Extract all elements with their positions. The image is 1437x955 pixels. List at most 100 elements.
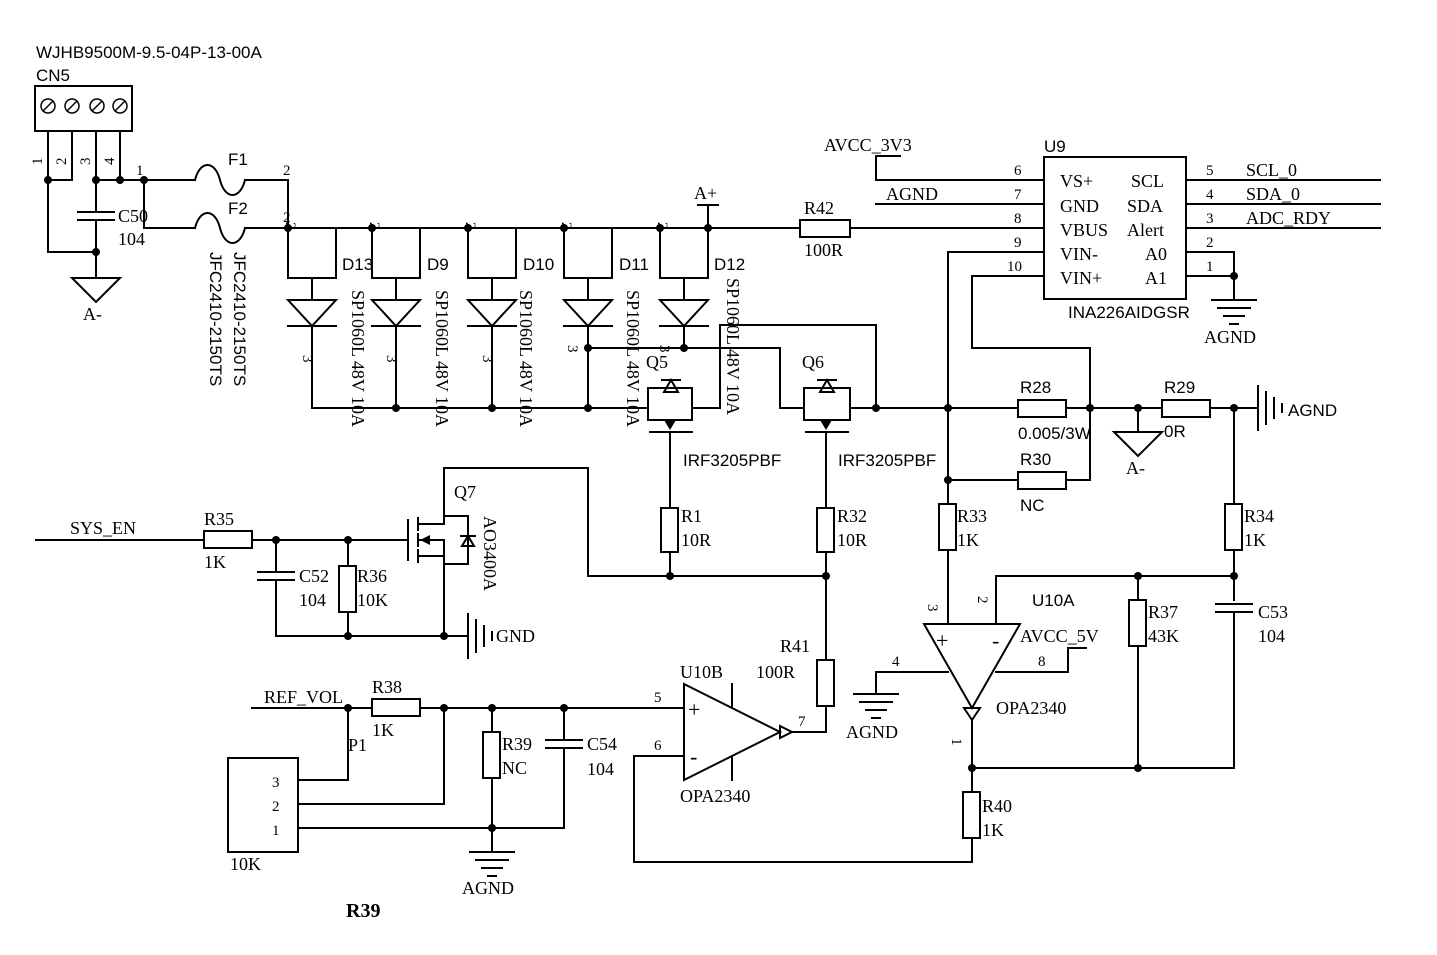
terminal-slot — [42, 100, 54, 112]
r37-value-label: 43K — [1148, 626, 1179, 646]
u10a-part-label: OPA2340 — [996, 698, 1066, 718]
agnd-symbol: AGND — [462, 851, 515, 898]
r39-ref-label: R39 — [502, 734, 532, 754]
u9-pin-number: 1 — [1206, 259, 1214, 275]
r29-value-label: 0R — [1164, 422, 1186, 441]
r33-ref-label: R33 — [957, 506, 987, 526]
u9-pin-name: GND — [1060, 196, 1099, 216]
diode-pin: 2 — [462, 222, 478, 230]
u9-pin-name: SDA — [1127, 196, 1163, 216]
d9-ref-label: D9 — [427, 255, 449, 274]
fuse-pin: 2 — [283, 210, 291, 226]
net-label-adc-rdy: ADC_RDY — [1246, 208, 1331, 228]
c52-value-label: 104 — [299, 590, 326, 610]
resistor-r30: R30 NC — [947, 407, 1091, 515]
q7-part-label: AO3400A — [480, 516, 500, 591]
capacitor-c54: C54 104 — [545, 707, 617, 829]
c53-ref-label: C53 — [1258, 602, 1288, 622]
u9-pin-name: VIN- — [1060, 244, 1098, 264]
u10b-ref-label: U10B — [680, 662, 723, 682]
r39-value-label: NC — [502, 758, 527, 778]
diode-d13: D13 3 2 SP1060L 48V 10A — [282, 222, 373, 427]
diode-d11: D11 3 2 SP1060L 48V 10A — [558, 222, 649, 427]
u9-ref-label: U9 — [1044, 137, 1066, 156]
u10a-pin: 8 — [1038, 654, 1046, 670]
gnd-symbol: GND — [467, 613, 535, 659]
r38-ref-label: R38 — [372, 677, 402, 697]
r30-value-label: NC — [1020, 496, 1045, 515]
net-label-a-plus: A+ — [694, 183, 717, 203]
q5-ref-label: Q5 — [646, 352, 668, 372]
d13-ref-label: D13 — [342, 255, 373, 274]
p1-pin: 3 — [272, 775, 280, 791]
agnd-symbol: AGND — [1204, 299, 1257, 347]
pin-number: 1 — [30, 158, 46, 166]
fuse-f2: F2 2 — [193, 199, 291, 244]
resistor-r39: R39 NC — [482, 707, 532, 853]
r32-ref-label: R32 — [837, 506, 867, 526]
capacitor-c52: C52 104 — [257, 539, 329, 637]
resistor-r38: R38 1K — [371, 677, 685, 740]
r38-value-label: 1K — [372, 720, 394, 740]
a-plus-net: A+ — [694, 183, 719, 229]
r40-value-label: 1K — [982, 820, 1004, 840]
net-label-avcc-3v3: AVCC_3V3 — [824, 135, 912, 155]
diode-pin: 3 — [479, 355, 495, 363]
net-label-sys-en: SYS_EN — [70, 518, 136, 538]
terminal-slot — [114, 100, 126, 112]
r42-ref-label: R42 — [804, 198, 834, 218]
u10a-pin: 3 — [924, 604, 940, 612]
diode-pin: 3 — [299, 355, 315, 363]
diode-pin: 2 — [282, 222, 298, 230]
caption: R39 — [346, 900, 380, 922]
r34-ref-label: R34 — [1244, 506, 1274, 526]
resistor-r36: R36 10K — [338, 539, 388, 637]
d12-ref-label: D12 — [714, 255, 745, 274]
q6-part-label: IRF3205PBF — [838, 451, 936, 470]
p1-ref-label: P1 — [348, 735, 367, 755]
u9-part-label: INA226AIDGSR — [1068, 303, 1190, 322]
f2-part-label: JFC2410-2150TS — [230, 252, 249, 386]
c50-ref-label: C50 — [118, 206, 148, 226]
fuse-pin: 1 — [136, 163, 144, 179]
net-label-ref-vol: REF_VOL — [264, 687, 343, 707]
r40-ref-label: R40 — [982, 796, 1012, 816]
u9-pin-name: VS+ — [1060, 171, 1093, 191]
u9-pin-name: VBUS — [1060, 220, 1108, 240]
capacitor-c53: C53 104 — [1215, 602, 1288, 769]
f1-ref-label: F1 — [228, 150, 248, 169]
u9-pin-number: 2 — [1206, 235, 1214, 251]
diode-d9: D9 3 2 SP1060L 48V 10A — [366, 222, 452, 427]
fuse-f1: F1 1 2 — [136, 150, 291, 196]
r1-ref-label: R1 — [681, 506, 702, 526]
u10a-pin: 2 — [974, 596, 990, 604]
net-label-gnd: GND — [496, 626, 535, 646]
mosfet-q7: Q7 AO3400A — [407, 467, 500, 637]
ic-u9: U9 INA226AIDGSR VS+ GND VBUS VIN- VIN+ 6… — [1007, 137, 1214, 322]
q5-part-label: IRF3205PBF — [683, 451, 781, 470]
net-label-scl: SCL_0 — [1246, 160, 1297, 180]
q7-ref-label: Q7 — [454, 482, 476, 502]
p1-pin: 2 — [272, 799, 280, 815]
r41-ref-label: R41 — [780, 636, 810, 656]
r28-ref-label: R28 — [1020, 378, 1051, 397]
net-label-agnd: AGND — [886, 184, 938, 204]
mosfet-q5: Q5 IRF3205PBF — [646, 324, 877, 509]
diode-pin: 2 — [558, 222, 574, 230]
d12-part-label: SP1060L 48V 10A — [723, 278, 743, 415]
terminal-slot — [91, 100, 103, 112]
u9-pin-number: 4 — [1206, 187, 1214, 203]
net-label-avcc-5v: AVCC_5V — [1020, 626, 1099, 646]
u10a-plus-sign: + — [936, 628, 948, 653]
u9-pin-name: Alert — [1127, 220, 1164, 240]
u10a-ref-label: U10A — [1032, 591, 1075, 610]
u9-pin-number: 8 — [1014, 211, 1022, 227]
d11-ref-label: D11 — [619, 255, 649, 274]
d13-part-label: SP1060L 48V 10A — [348, 290, 368, 427]
net-label-a-minus: A- — [83, 304, 102, 324]
net-label-sda: SDA_0 — [1246, 184, 1300, 204]
r33-value-label: 1K — [957, 530, 979, 550]
net-label-a-minus: A- — [1126, 458, 1145, 478]
terminal-screw — [40, 98, 56, 114]
a-minus-ground-symbol: A- — [69, 277, 123, 324]
